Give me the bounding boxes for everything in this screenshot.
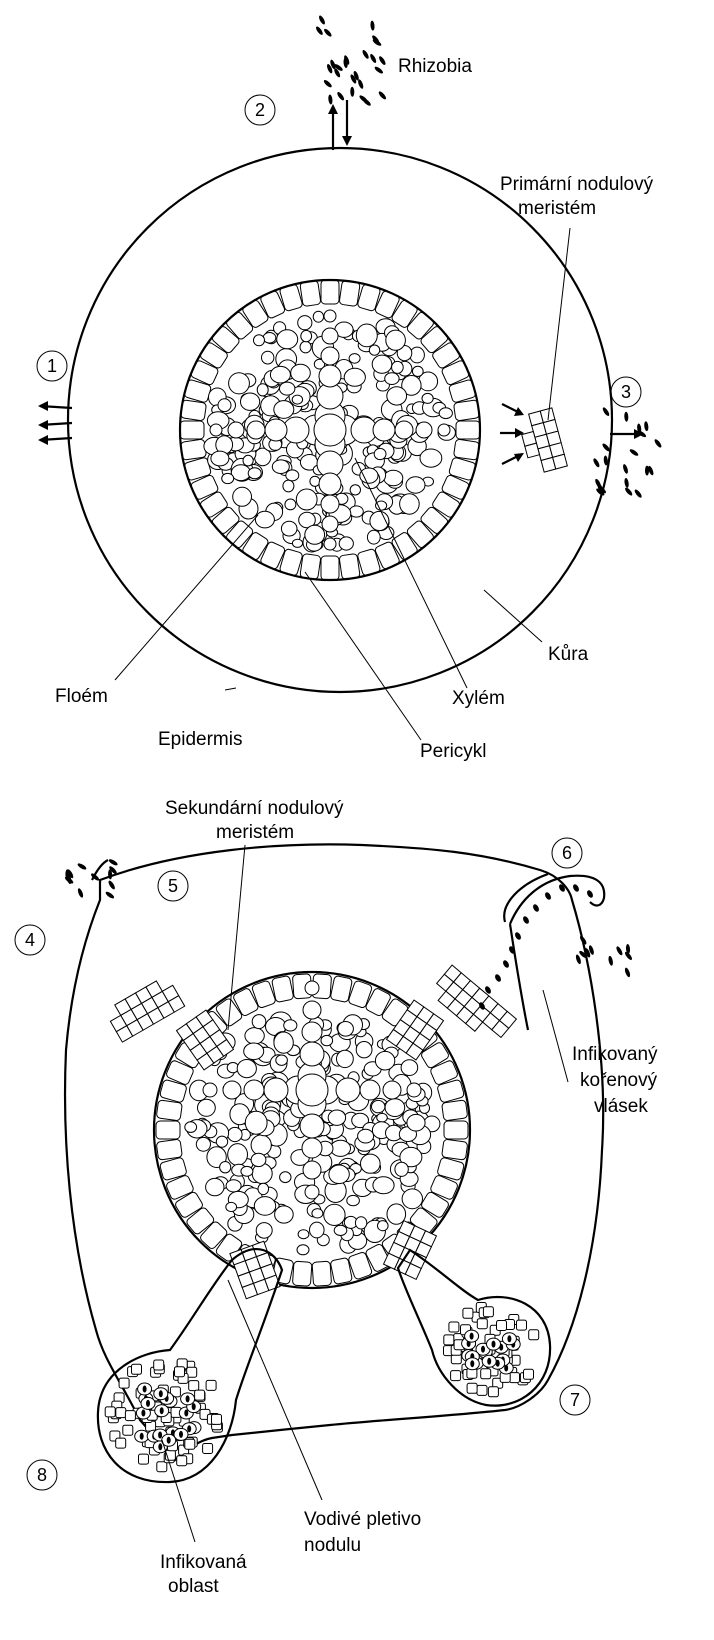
label-primary-meristem-line2: meristém bbox=[518, 198, 596, 219]
label-vascular-tissue-line1: Vodivé pletivo bbox=[304, 1509, 421, 1530]
right-meristem-block bbox=[429, 965, 516, 1047]
step-8-marker: 8 bbox=[27, 1460, 57, 1490]
label-secondary-meristem-line1: Sekundární nodulový bbox=[165, 798, 344, 819]
bottom-panel: 5 4 6 7 8 Sekundární nodulový meristém I… bbox=[15, 798, 658, 1597]
step-4-marker: 4 bbox=[15, 925, 45, 955]
rhizobia-cluster-bottom-left bbox=[64, 858, 119, 900]
svg-text:8: 8 bbox=[37, 1465, 47, 1485]
rhizobia-cluster-right bbox=[592, 406, 662, 498]
rhizobia-cluster-bottom-right bbox=[575, 935, 633, 978]
exchange-arrows-top bbox=[328, 100, 352, 150]
label-xylem: Xylém bbox=[452, 688, 505, 709]
rhizobia-cluster-top bbox=[315, 15, 387, 107]
label-pericycle: Pericykl bbox=[420, 741, 487, 762]
label-rhizobia: Rhizobia bbox=[398, 56, 472, 77]
top-panel: 2 1 3 Rhizobia Primární nodulový meristé… bbox=[37, 15, 663, 762]
label-infected-zone-line1: Infikovaná bbox=[160, 1552, 247, 1573]
step-2-marker: 2 bbox=[245, 95, 275, 125]
step-6-marker: 6 bbox=[552, 838, 582, 868]
primary-nodule-meristem bbox=[517, 408, 567, 475]
label-secondary-meristem-line2: meristém bbox=[216, 822, 294, 843]
nodule-lower-right bbox=[398, 1250, 550, 1406]
svg-text:3: 3 bbox=[621, 382, 631, 402]
svg-text:4: 4 bbox=[25, 930, 35, 950]
svg-text:7: 7 bbox=[570, 1390, 580, 1410]
label-phloem: Floém bbox=[55, 686, 108, 707]
left-meristem-block bbox=[104, 975, 184, 1042]
infected-root-hair bbox=[510, 876, 604, 1030]
step-3-marker: 3 bbox=[611, 377, 641, 407]
signal-arrows-meristem bbox=[500, 404, 524, 464]
label-cortex: Kůra bbox=[548, 644, 589, 665]
step-5-marker: 5 bbox=[158, 871, 188, 901]
label-epidermis: Epidermis bbox=[158, 729, 242, 750]
signal-arrows-left bbox=[38, 401, 72, 445]
label-root-hair-line2: kořenový bbox=[580, 1070, 658, 1091]
label-root-hair-line1: Infikovaný bbox=[572, 1044, 658, 1065]
svg-text:6: 6 bbox=[562, 843, 572, 863]
svg-text:2: 2 bbox=[255, 100, 265, 120]
label-primary-meristem-line1: Primární nodulový bbox=[500, 174, 654, 195]
label-infected-zone-line2: oblast bbox=[168, 1576, 219, 1597]
step-1-marker: 1 bbox=[37, 351, 67, 381]
svg-text:5: 5 bbox=[168, 876, 178, 896]
svg-text:1: 1 bbox=[47, 356, 57, 376]
label-root-hair-line3: vlásek bbox=[594, 1096, 648, 1117]
label-vascular-tissue-line2: nodulu bbox=[304, 1535, 361, 1556]
step-7-marker: 7 bbox=[560, 1385, 590, 1415]
infection-thread bbox=[478, 883, 594, 1010]
